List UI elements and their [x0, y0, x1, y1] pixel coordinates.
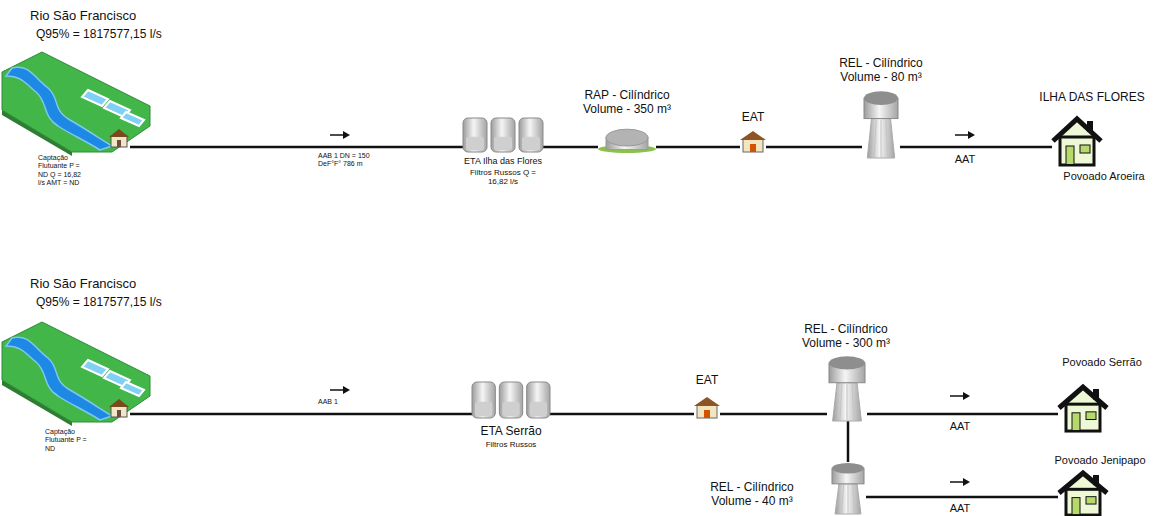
treatment-plant: ETA Ilha das FloresFiltros Russos Q = 16…	[463, 118, 543, 152]
node-label: RAP - Cilíndrico Volume - 350 m³	[571, 88, 683, 116]
pipeline	[543, 146, 598, 149]
pipeline	[656, 146, 740, 149]
node-label: EAT	[696, 373, 718, 387]
river-intake: Rio São FranciscoQ95% = 1817577,15 l/sCa…	[0, 318, 130, 422]
pump-station-icon	[740, 130, 766, 152]
direction-arrow	[330, 131, 350, 139]
node-label: ETA Ilha das Flores	[464, 156, 542, 167]
direction-arrow	[950, 478, 970, 486]
node-label: Filtros Russos Q = 16,82 l/s	[469, 168, 537, 187]
node-label: Q95% = 1817577,15 l/s	[36, 295, 162, 309]
node-label: Captação Flutuante P = ND	[45, 428, 91, 453]
direction-arrow	[950, 392, 970, 400]
node-label: Q95% = 1817577,15 l/s	[36, 27, 162, 41]
node-label: ETA Serrão	[480, 424, 541, 438]
river-intake-icon	[0, 318, 150, 422]
pipe-label: AAT	[955, 153, 976, 166]
pipeline	[847, 421, 850, 462]
pipeline	[720, 413, 827, 416]
ground-reservoir-icon	[598, 128, 656, 152]
node-label: REL - Cilíndrico Volume - 40 m³	[696, 480, 808, 508]
node-label: Povoado Jenipapo	[1054, 454, 1145, 467]
direction-arrow	[330, 386, 350, 394]
treatment-plant-icon	[463, 118, 543, 152]
river-intake: Rio São FranciscoQ95% = 1817577,15 l/sCa…	[0, 48, 130, 152]
elevated-tank-icon	[827, 355, 867, 421]
node-label: Filtros Russos	[486, 440, 537, 449]
pipeline	[130, 146, 463, 149]
pipe-label: AAT	[950, 420, 971, 433]
pipeline	[900, 146, 1052, 149]
pipeline	[866, 496, 1058, 499]
elevated-tank-icon	[830, 462, 866, 514]
pipeline	[130, 413, 472, 416]
elevated-tank: REL - Cilíndrico Volume - 80 m³	[862, 90, 900, 158]
village-house: ILHA DAS FLORESPovoado Aroeira	[1052, 116, 1102, 166]
node-label: Rio São Francisco	[30, 8, 136, 23]
pipe-label: AAT	[950, 502, 971, 515]
river-intake-icon	[0, 48, 150, 152]
village-house-icon	[1058, 384, 1108, 432]
node-label: REL - Cilíndrico Volume - 300 m³	[790, 322, 902, 350]
node-label: Povoado Serrão	[1062, 356, 1142, 369]
pipeline	[550, 413, 694, 416]
pump-station-icon	[694, 396, 720, 418]
village-house-icon	[1058, 470, 1108, 516]
pump-station: EAT	[740, 130, 766, 152]
pipe-label: AAB 1 DN = 150 DeF°F° 786 m	[318, 152, 380, 169]
village-house: Povoado Jenipapo	[1058, 470, 1108, 516]
pipeline	[766, 146, 862, 149]
elevated-tank: REL - Cilíndrico Volume - 40 m³	[830, 462, 866, 514]
pump-station: EAT	[694, 396, 720, 418]
ground-reservoir: RAP - Cilíndrico Volume - 350 m³	[598, 128, 656, 152]
direction-arrow	[955, 131, 975, 139]
node-label: ILHA DAS FLORES	[1039, 90, 1144, 104]
node-label: Captação Flutuante P = ND Q = 16,82 l/s …	[38, 154, 84, 187]
village-house: Povoado Serrão	[1058, 384, 1108, 432]
node-label: Rio São Francisco	[30, 276, 136, 291]
node-label: REL - Cilíndrico Volume - 80 m³	[825, 56, 937, 84]
flow-direction-arrows	[330, 131, 975, 486]
node-label: EAT	[742, 110, 764, 124]
treatment-plant-icon	[472, 382, 550, 418]
village-house-icon	[1052, 116, 1102, 166]
treatment-plant: ETA SerrãoFiltros Russos	[472, 382, 550, 418]
node-label: Povoado Aroeira	[1063, 170, 1144, 183]
elevated-tank-icon	[862, 90, 900, 158]
pipe-label: AAB 1	[318, 398, 338, 406]
pipeline	[867, 413, 1058, 416]
elevated-tank: REL - Cilíndrico Volume - 300 m³	[827, 355, 867, 421]
